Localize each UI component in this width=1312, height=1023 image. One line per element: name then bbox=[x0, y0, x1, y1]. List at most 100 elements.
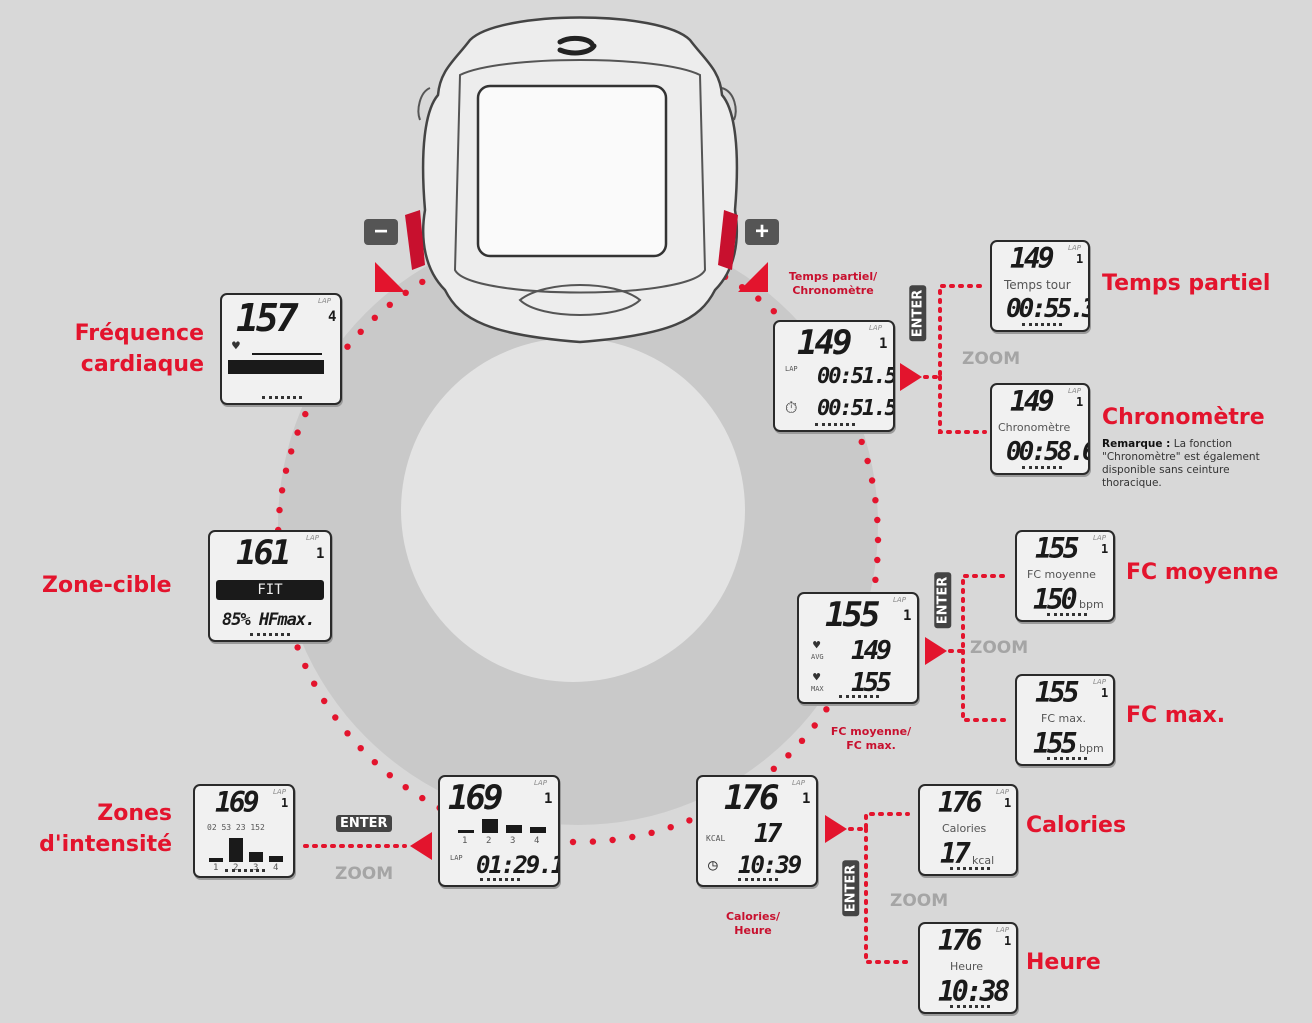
lap169-lap: LAP bbox=[534, 779, 547, 787]
minus-button: − bbox=[364, 219, 398, 245]
watch-button-right bbox=[718, 210, 738, 270]
chrono-dots bbox=[815, 423, 855, 429]
screen-zone-cible: 161 1 LAP FIT 85% HFmax. bbox=[208, 530, 332, 642]
lap169-big: 169 bbox=[448, 778, 503, 818]
heart-dots bbox=[262, 396, 302, 402]
cal-kcal-label: KCAL bbox=[706, 834, 726, 843]
lap169-one: 1 bbox=[544, 791, 553, 807]
fcmoy-val: 150 bbox=[1033, 583, 1078, 616]
ring-dot bbox=[386, 301, 393, 308]
minus-icon: − bbox=[373, 218, 388, 245]
fc-max-heart-icon: ♥ bbox=[813, 670, 821, 684]
label-temps-chrono-line1: Temps partiel/ bbox=[788, 270, 878, 283]
heart-lap: LAP bbox=[318, 297, 331, 305]
watch-logo bbox=[557, 35, 597, 56]
zoom-chrono: ZOOM bbox=[962, 349, 1021, 369]
chrono-row1: 00:51.5 bbox=[817, 364, 895, 389]
cal-dots bbox=[738, 878, 778, 884]
fc-avg-heart-icon: ♥ bbox=[813, 638, 821, 652]
screen-fc-max: 155 1 LAP FC max. 155 bpm bbox=[1015, 674, 1115, 766]
chrono2-time: 00:58.6 bbox=[1006, 437, 1090, 467]
screen-calories-heure: 176 1 LAP KCAL 17 ◷ 10:39 bbox=[696, 775, 818, 887]
chrono-row2: 00:51.5 bbox=[817, 396, 895, 421]
temps-one: 1 bbox=[1076, 252, 1084, 266]
cal-big: 176 bbox=[724, 778, 779, 818]
heure-sub: Heure bbox=[950, 960, 984, 973]
ring-dot bbox=[874, 516, 881, 524]
chrono2-big: 149 bbox=[1010, 385, 1055, 418]
cal2-sub: Calories bbox=[942, 822, 987, 835]
label-fc-moyenne: FC moyenne bbox=[1126, 560, 1279, 585]
cal2-one: 1 bbox=[1004, 796, 1012, 810]
ring-dot bbox=[823, 706, 830, 713]
zone-pct: 85% HFmax. bbox=[222, 610, 315, 630]
cal2-unit: kcal bbox=[972, 854, 995, 867]
temps-dots bbox=[1022, 323, 1062, 329]
ring-dot bbox=[798, 737, 806, 744]
stopwatch-icon: ⏱ bbox=[785, 398, 798, 417]
ring-dot bbox=[294, 644, 301, 651]
screen-heart-rate: 157 4 LAP ♥ bbox=[220, 293, 342, 405]
heart-graph-bar bbox=[228, 360, 324, 374]
ring-dot bbox=[419, 278, 426, 286]
remark-text: La fonction "Chronomètre" est également … bbox=[1102, 438, 1260, 490]
ring-dot bbox=[276, 506, 283, 514]
enter-zones: ENTER bbox=[336, 815, 392, 832]
fc-dots bbox=[839, 695, 879, 701]
zones-col-1: 1 bbox=[213, 863, 219, 873]
fcmoy-sub: FC moyenne bbox=[1027, 568, 1096, 581]
fc-max-label: MAX bbox=[811, 685, 824, 693]
arrow-zones bbox=[410, 832, 432, 860]
zone-one: 1 bbox=[316, 546, 325, 562]
ring-dot bbox=[294, 429, 301, 436]
zone-big: 161 bbox=[236, 533, 291, 573]
screen-temps-partiel: 149 1 LAP Temps tour 00:55.3 bbox=[990, 240, 1090, 332]
zone-lap: LAP bbox=[306, 534, 319, 542]
ring-dot bbox=[686, 817, 693, 824]
label-fc-small-line1: FC moyenne/ bbox=[830, 725, 912, 738]
ring-dot bbox=[858, 438, 865, 446]
lap169-col-1: 1 bbox=[462, 836, 468, 846]
cal-lap: LAP bbox=[792, 779, 805, 787]
ring-dot bbox=[278, 487, 286, 494]
ring-dot bbox=[282, 467, 290, 474]
label-chronometre: Chronomètre bbox=[1102, 405, 1265, 430]
chrono-one: 1 bbox=[879, 336, 888, 352]
zoom-fc: ZOOM bbox=[970, 638, 1029, 658]
ring-dot bbox=[332, 714, 339, 721]
zones-col-3: 3 bbox=[253, 863, 259, 873]
label-temps-chrono: Temps partiel/Chronomètre bbox=[778, 270, 888, 298]
label-zones-line1: Zones bbox=[97, 801, 172, 826]
watch-bezel bbox=[453, 59, 707, 294]
watch-button-bottom bbox=[518, 284, 642, 316]
screen-zones-intensite: 169 1 LAP 02 53 23 152 1 2 3 4 bbox=[193, 784, 295, 878]
remark-note: Remarque : La fonction "Chronomètre" est… bbox=[1102, 438, 1292, 491]
watch-display bbox=[476, 84, 668, 258]
label-temps-chrono-line2: Chronomètre bbox=[792, 283, 874, 297]
lap169-time: 01:29.1 bbox=[476, 851, 560, 879]
ring-dot bbox=[864, 457, 871, 465]
ring-inner bbox=[401, 338, 745, 682]
ring-dot bbox=[302, 662, 309, 670]
remark-bold: Remarque : bbox=[1102, 438, 1171, 450]
watch-side-left bbox=[417, 87, 431, 121]
temps-time: 00:55.3 bbox=[1006, 294, 1090, 324]
ring-dot bbox=[811, 722, 818, 729]
chrono-big: 149 bbox=[797, 323, 852, 363]
cal-kcal: 17 bbox=[754, 819, 782, 849]
label-cal-heure-line1: Calories/ bbox=[725, 910, 781, 923]
lap169-lap-icon: LAP bbox=[450, 854, 463, 862]
fc-max: 155 bbox=[851, 668, 892, 698]
screen-chronometre: 149 1 LAP Chronomètre 00:58.6 bbox=[990, 383, 1090, 475]
zoom-zones: ZOOM bbox=[335, 864, 394, 884]
ring-dot bbox=[357, 328, 364, 335]
fcmoy-dots bbox=[1047, 613, 1087, 619]
ring-dot bbox=[755, 295, 762, 302]
ring-dot bbox=[648, 829, 655, 836]
ring-dot bbox=[629, 833, 636, 841]
label-fc-small-line2: FC max. bbox=[846, 738, 896, 752]
label-zone-cible: Zone-cible bbox=[42, 573, 172, 598]
fcmax-dots bbox=[1047, 757, 1087, 763]
watch-button-left bbox=[405, 210, 425, 270]
lap169-bar-1 bbox=[458, 830, 474, 833]
